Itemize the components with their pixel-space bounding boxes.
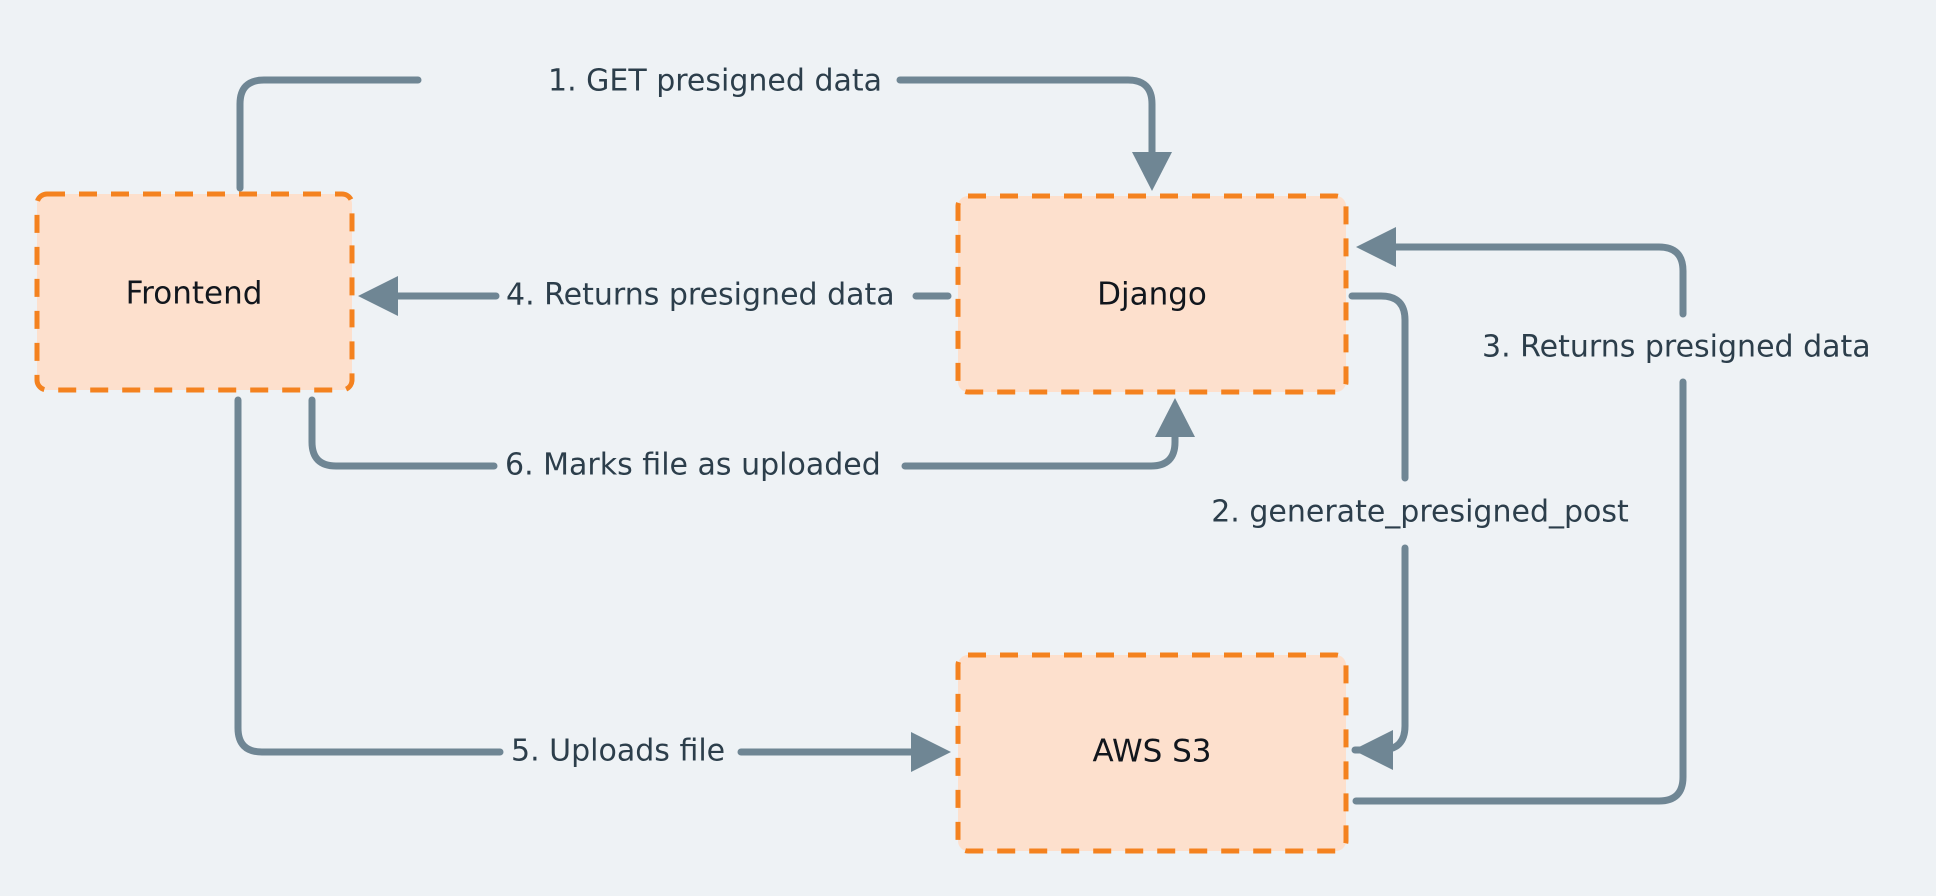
edge-3-label: 3. Returns presigned data (1482, 330, 1871, 365)
edge-6-path-right (901, 430, 1179, 470)
edge-4-label: 4. Returns presigned data (506, 278, 895, 313)
edge-3-arrowhead (1356, 227, 1396, 267)
edge-3-path-top (1388, 243, 1687, 318)
node-frontend-label: Frontend (126, 276, 263, 312)
edge-1-get-presigned-data (236, 76, 1172, 192)
edge-2-path-upper (1348, 292, 1409, 482)
edge-5-label: 5. Uploads file (511, 734, 725, 769)
edge-2-label: 2. generate_presigned_post (1211, 495, 1629, 530)
edge-3-returns-presigned-data (1352, 227, 1687, 805)
node-django-label: Django (1097, 277, 1207, 313)
edge-2-arrowhead (1353, 730, 1393, 770)
node-aws-s3-label: AWS S3 (1092, 734, 1211, 770)
edge-6-arrowhead (1155, 398, 1195, 437)
node-django-box[interactable] (955, 193, 1349, 395)
edge-4-returns-presigned-data (358, 276, 952, 316)
edge-1-path-left (236, 76, 422, 192)
edge-1-arrowhead (1132, 152, 1172, 191)
edge-2-path-lower (1351, 544, 1409, 754)
node-aws-s3-box[interactable] (955, 652, 1349, 854)
node-django[interactable]: Django (955, 193, 1349, 395)
edge-1-path-right (896, 76, 1156, 159)
node-aws-s3[interactable]: AWS S3 (955, 652, 1349, 854)
node-frontend-box[interactable] (34, 191, 355, 393)
edge-3-path-bottom (1352, 378, 1687, 805)
edge-5-uploads-file (234, 396, 951, 772)
edge-2-generate-presigned-post (1348, 292, 1409, 770)
edge-1-label: 1. GET presigned data (548, 64, 882, 99)
edge-5-path-left (234, 396, 504, 756)
edge-6-marks-file-as-uploaded (308, 396, 1195, 470)
edge-5-arrowhead (911, 732, 951, 772)
edge-6-path-left (308, 396, 498, 470)
node-frontend[interactable]: Frontend (34, 191, 355, 393)
edge-6-label: 6. Marks file as uploaded (505, 448, 881, 483)
edge-4-arrowhead (358, 276, 398, 316)
